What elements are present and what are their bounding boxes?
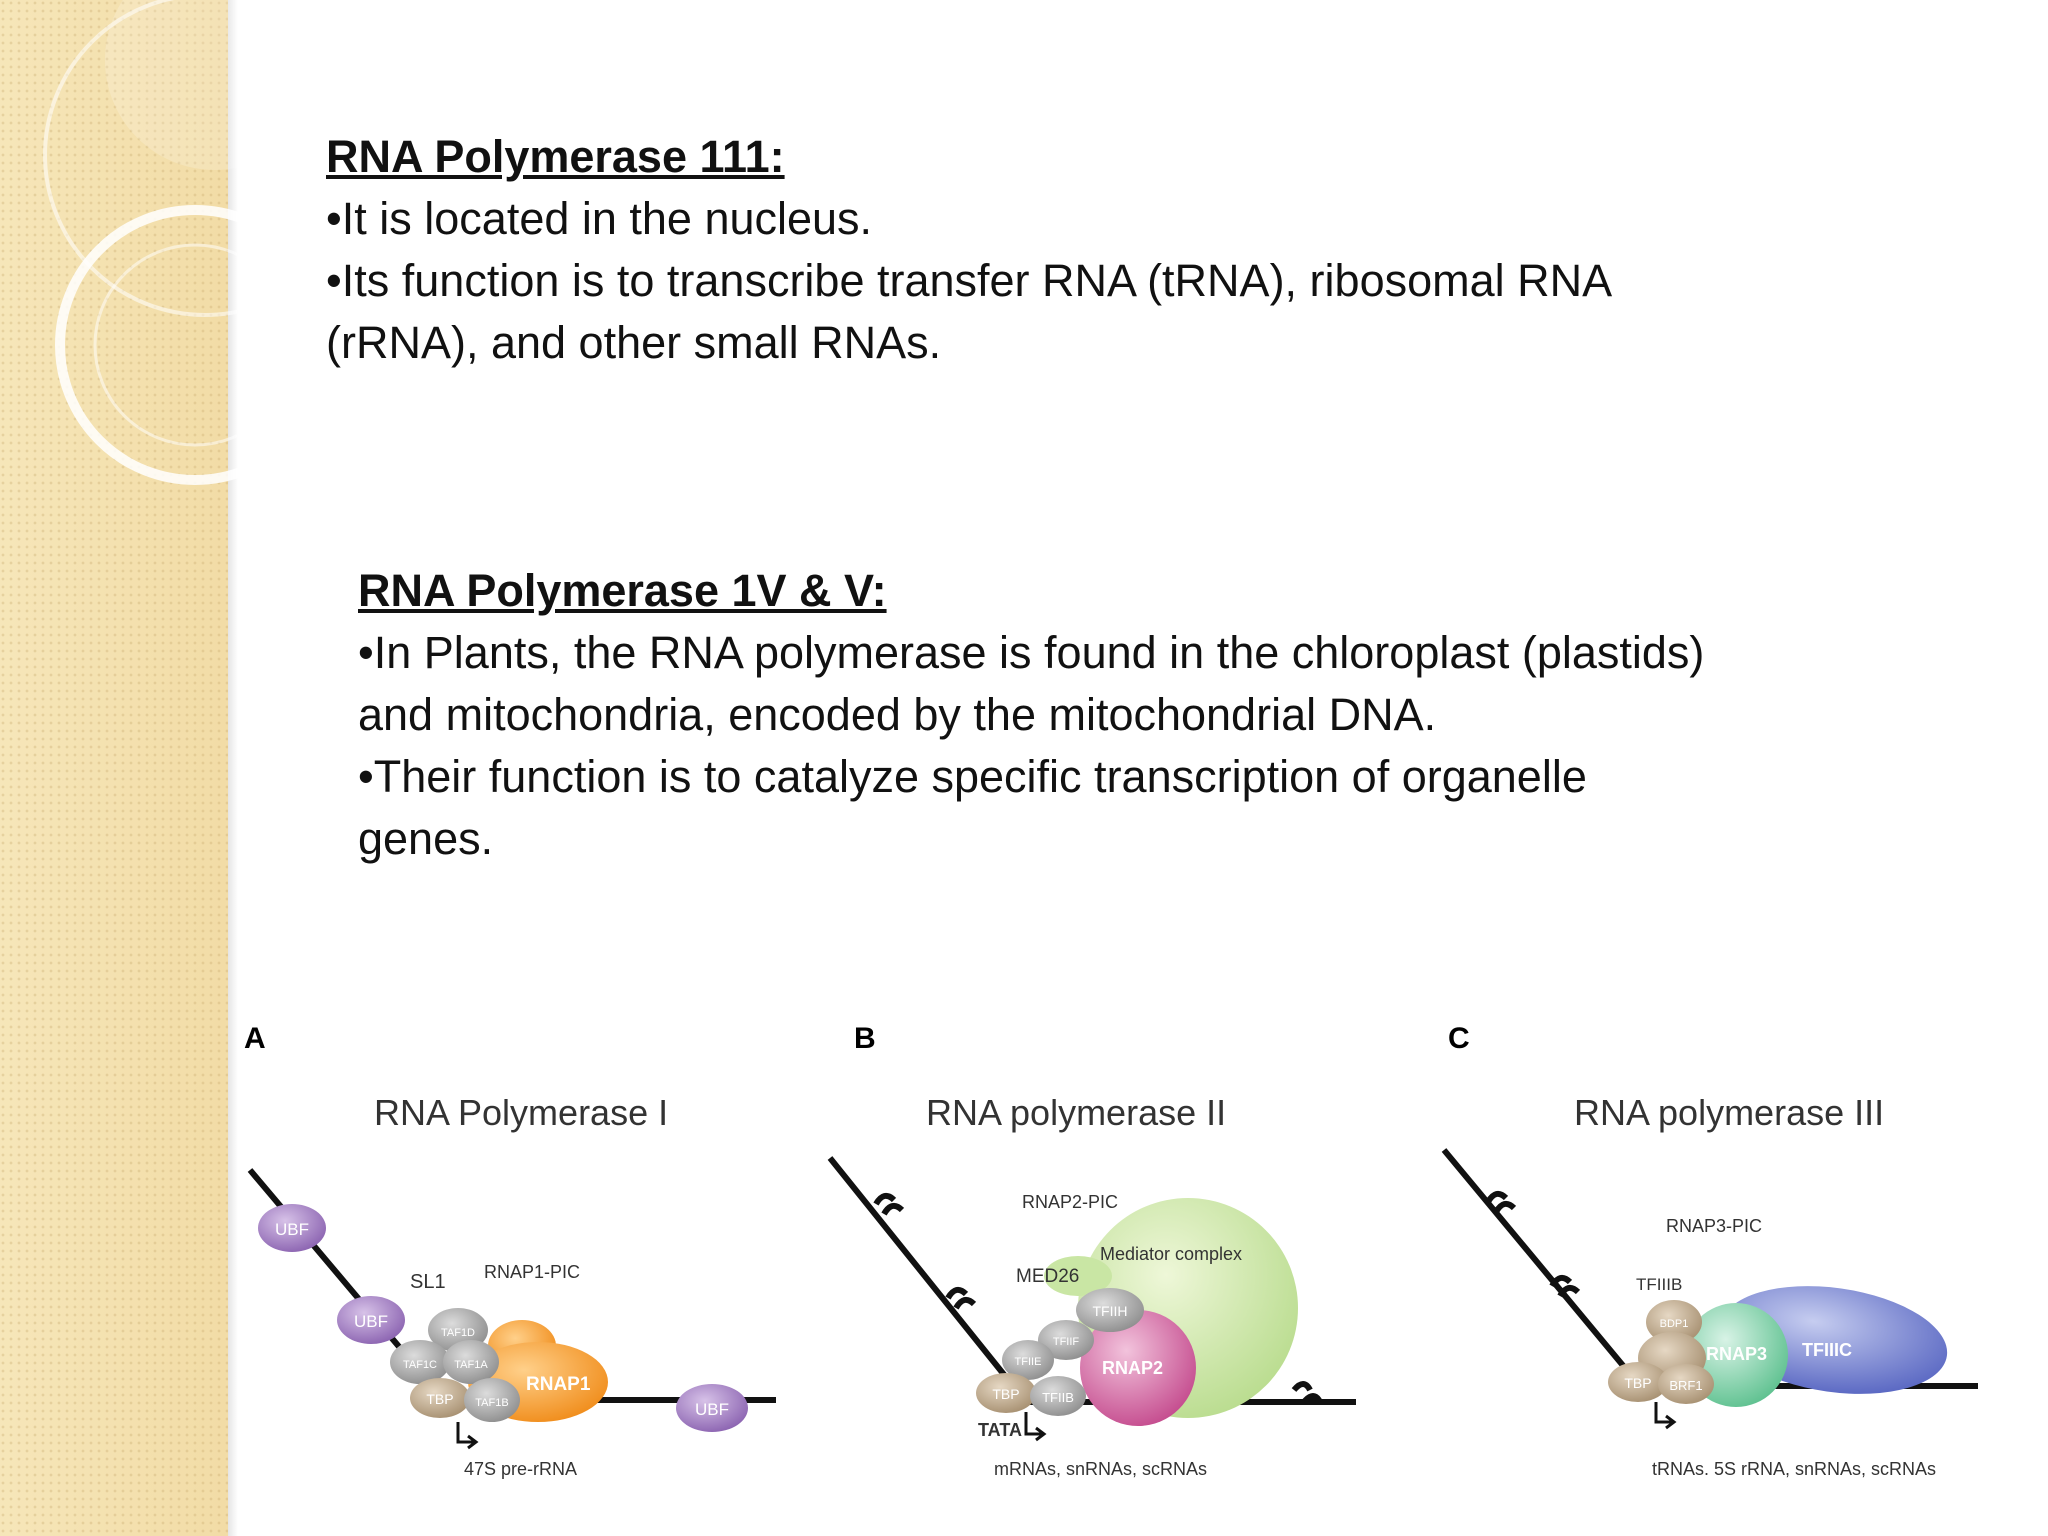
sl1-label: SL1 — [410, 1271, 446, 1293]
tfiib — [1030, 1376, 1086, 1416]
mediator-label: Mediator complex — [1100, 1244, 1242, 1264]
start-arrow — [1024, 1412, 1047, 1442]
tbp-protein — [976, 1373, 1036, 1413]
factor-label: TBP — [992, 1386, 1019, 1402]
ubf-protein — [258, 1204, 326, 1252]
products-label: 47S pre-rRNA — [464, 1459, 577, 1479]
panel-letter: C — [1448, 1022, 1470, 1055]
ubf-protein — [337, 1296, 405, 1344]
ubf-protein — [676, 1384, 748, 1432]
tata-label: TATA — [978, 1420, 1022, 1440]
taf-protein — [443, 1340, 499, 1384]
factor-label: TAF1C — [403, 1359, 437, 1371]
products-label: mRNAs, snRNAs, scRNAs — [994, 1459, 1207, 1479]
tfiiib-label: TFIIIB — [1636, 1275, 1682, 1294]
factor-label: TFIIH — [1093, 1303, 1128, 1319]
panel-c: C RNA polymerase III RNAP3-PIC TFIIIB TF… — [1441, 1022, 1978, 1479]
bullet-line: •It is located in the nucleus. — [326, 193, 873, 244]
factor-label: TBP — [426, 1391, 453, 1407]
panel-a: A RNA Polymerase I UBF UBF SL1 RNAP1-PIC… — [244, 1022, 776, 1479]
panel-title: RNA polymerase II — [926, 1092, 1226, 1133]
panel-title: RNA polymerase III — [1574, 1092, 1884, 1133]
factor-label: TBP — [1624, 1375, 1651, 1391]
panel-title: RNA Polymerase I — [374, 1092, 668, 1133]
factor-label: TFIIB — [1042, 1390, 1074, 1405]
rna-pol-4-5-section: RNA Polymerase 1V & V: •In Plants, the R… — [358, 560, 1958, 870]
factor-label: TAF1A — [454, 1359, 488, 1371]
taf-protein — [464, 1378, 520, 1422]
bdp1 — [1646, 1300, 1702, 1344]
tbp-protein — [410, 1378, 470, 1418]
section-heading: RNA Polymerase 111: — [326, 131, 785, 182]
nucleosome-marks — [873, 1192, 1323, 1405]
panel-letter: B — [854, 1022, 876, 1055]
factor-label: TFIIIC — [1802, 1340, 1852, 1360]
factor-label: BRF1 — [1669, 1378, 1702, 1393]
rnap2-enzyme — [1080, 1310, 1196, 1426]
tbp-protein — [1608, 1362, 1668, 1402]
factor-label: TAF1B — [475, 1397, 508, 1409]
decorative-rings — [43, 0, 260, 485]
bullet-line: •In Plants, the RNA polymerase is found … — [358, 627, 1705, 678]
decorative-sidebar — [0, 0, 228, 1536]
factor-label: UBF — [275, 1220, 309, 1239]
brf1 — [1658, 1364, 1714, 1404]
med26 — [1044, 1256, 1112, 1296]
factor-label: UBF — [695, 1400, 729, 1419]
bullet-line: •Their function is to catalyze specific … — [358, 751, 1587, 802]
factor-label: RNAP3 — [1706, 1344, 1767, 1364]
factor-label: RNAP1 — [526, 1374, 591, 1395]
nucleosome-marks — [1485, 1190, 1581, 1298]
factor-label: TAF1D — [441, 1327, 475, 1339]
products-label: tRNAs. 5S rRNA, snRNAs, scRNAs — [1652, 1459, 1936, 1479]
factor-label: RNAP2 — [1102, 1358, 1163, 1378]
start-arrow — [1654, 1402, 1677, 1430]
med26-label: MED26 — [1016, 1266, 1079, 1287]
factor-label: UBF — [354, 1312, 388, 1331]
tfiif — [1038, 1320, 1094, 1360]
bullet-line: genes. — [358, 813, 494, 864]
panel-letter: A — [244, 1022, 266, 1055]
sidebar-shadow — [228, 0, 238, 1536]
panel-b: B RNA polymerase II RNAP2-PIC Mediator c… — [827, 1022, 1356, 1479]
taf-protein — [390, 1340, 450, 1384]
bullet-line: (rRNA), and other small RNAs. — [326, 317, 942, 368]
rna-pol-3-section: RNA Polymerase 111: •It is located in th… — [326, 126, 1866, 374]
section-heading: RNA Polymerase 1V & V: — [358, 565, 887, 616]
tfiih — [1076, 1288, 1144, 1332]
complex-label: RNAP2-PIC — [1022, 1192, 1118, 1212]
factor-label: BDP1 — [1660, 1318, 1689, 1330]
polymerase-figure: A RNA Polymerase I UBF UBF SL1 RNAP1-PIC… — [244, 1022, 1978, 1479]
bullet-line: •Its function is to transcribe transfer … — [326, 255, 1613, 306]
factor-label: TFIIF — [1053, 1336, 1080, 1348]
tfiie — [1002, 1340, 1054, 1380]
complex-label: RNAP3-PIC — [1666, 1216, 1762, 1236]
factor-label: TFIIE — [1015, 1356, 1042, 1368]
start-arrow — [456, 1422, 479, 1450]
bullet-line: and mitochondria, encoded by the mitocho… — [358, 689, 1437, 740]
complex-label: RNAP1-PIC — [484, 1262, 580, 1282]
